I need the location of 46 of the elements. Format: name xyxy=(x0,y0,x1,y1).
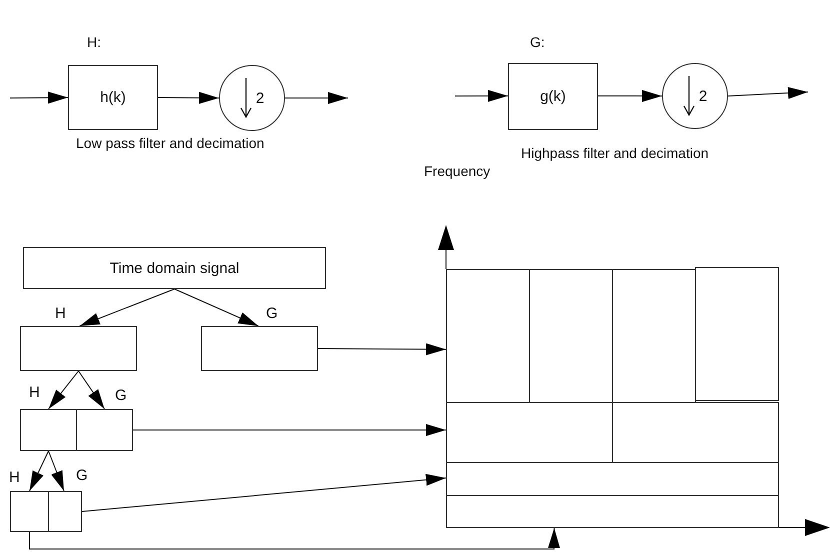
factor-text: 2 xyxy=(256,90,264,106)
filter-box xyxy=(23,247,326,289)
arrow xyxy=(10,92,68,104)
subband-box xyxy=(695,267,779,401)
arrow xyxy=(48,450,64,492)
edge-label: G xyxy=(115,388,127,403)
subband-box xyxy=(76,409,133,451)
axis-label: Frequency xyxy=(424,163,490,179)
filter-box xyxy=(508,63,598,130)
arrow xyxy=(284,92,348,104)
subband-box xyxy=(48,491,82,532)
edge-label: H xyxy=(55,306,66,321)
subband-box xyxy=(446,269,530,403)
arrow xyxy=(318,343,446,356)
arrow xyxy=(29,528,560,550)
arrow xyxy=(79,288,175,326)
edge-label: G xyxy=(266,306,278,321)
section-heading: G: xyxy=(530,34,545,50)
section-heading: H: xyxy=(87,34,101,50)
node-label: g(k) xyxy=(540,88,566,105)
subband-box xyxy=(446,495,779,528)
subband-box xyxy=(446,462,779,496)
caption: Highpass filter and decimation xyxy=(521,145,709,161)
subband-box xyxy=(10,491,49,532)
arrow xyxy=(174,288,259,326)
edge-label: H xyxy=(29,385,40,400)
node-label: h(k) xyxy=(100,89,126,106)
edge-label: G xyxy=(76,468,88,483)
arrow xyxy=(728,87,808,99)
subband-box xyxy=(20,409,77,451)
arrow xyxy=(454,90,508,102)
arrow xyxy=(48,370,79,410)
node-label: Time domain signal xyxy=(110,260,240,276)
caption: Low pass filter and decimation xyxy=(76,135,264,151)
subband-box xyxy=(612,269,696,403)
edge-label: H xyxy=(9,470,20,485)
arrow xyxy=(78,370,105,410)
arrow xyxy=(29,450,49,492)
arrow xyxy=(132,424,446,436)
filter-box xyxy=(68,65,158,130)
subband-box xyxy=(201,326,318,371)
arrow xyxy=(598,90,662,102)
arrow xyxy=(82,474,446,512)
subband-box xyxy=(20,326,137,371)
factor-text: 2 xyxy=(698,88,708,104)
arrow xyxy=(158,92,220,104)
